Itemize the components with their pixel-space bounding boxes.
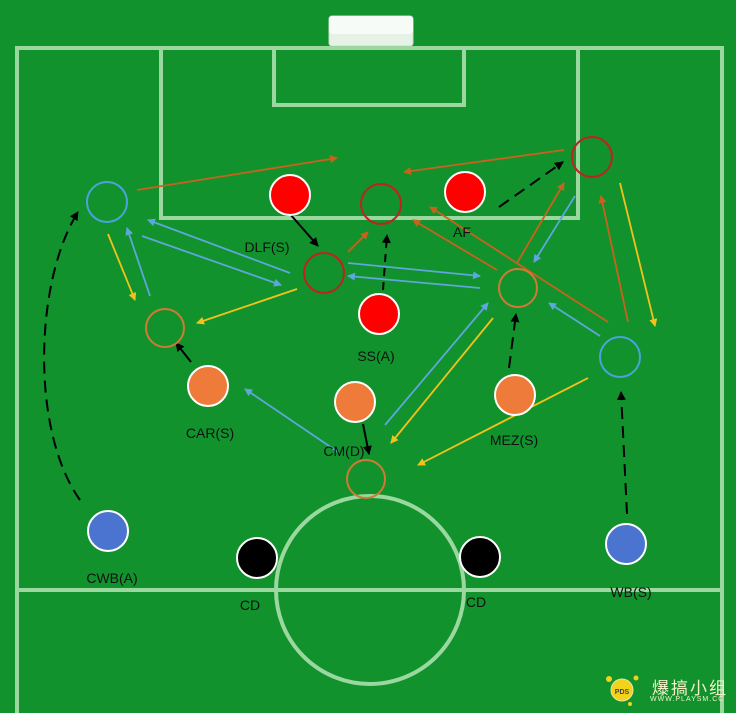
arrow-yellow [196, 288, 298, 325]
arrow-orange [347, 231, 369, 253]
arrow-orange [403, 149, 565, 176]
arrow-black [289, 213, 319, 247]
player-label: CD [239, 597, 261, 613]
player-label: CWB(A) [86, 570, 138, 586]
player-label: MEZ(S) [489, 432, 539, 448]
target-ring-red [303, 252, 345, 294]
watermark-url: WWW.PLAYSM.CC [650, 696, 725, 703]
player-ss [358, 293, 400, 335]
arrow-yellow [390, 317, 494, 444]
watermark-logo-icon: PDS [606, 675, 639, 706]
players [87, 171, 647, 579]
target-ring-orange [498, 268, 538, 308]
target-ring-orange [346, 459, 386, 499]
arrow-black-dashed [43, 211, 81, 501]
player-car [187, 365, 229, 407]
watermark-logo-text: PDS [615, 689, 630, 696]
arrow-blue [244, 388, 339, 453]
arrow-blue [125, 227, 151, 297]
player-label: WB(S) [610, 584, 652, 600]
arrow-blue [548, 302, 601, 337]
player-dlf [269, 174, 311, 216]
player-cwb [87, 510, 129, 552]
pitch-markings [15, 46, 724, 713]
player-cd-left [236, 537, 278, 579]
arrow-black-dashed [381, 234, 391, 291]
player-label: DLF(S) [244, 239, 290, 255]
arrow-blue [533, 195, 576, 263]
player-label: CM(D) [323, 443, 365, 459]
target-ring-red [571, 136, 613, 178]
player-label: CAR(S) [185, 425, 235, 441]
watermark-text: 爆搞小组 [652, 679, 728, 699]
arrow-orange [136, 155, 338, 191]
arrow-orange [412, 219, 498, 271]
goal-area [272, 46, 466, 107]
target-ring-blue [599, 336, 641, 378]
arrow-orange [429, 206, 609, 323]
target-ring-orange [145, 308, 185, 348]
goal-shade [329, 16, 413, 34]
player-wb [605, 523, 647, 565]
arrow-black [362, 423, 372, 455]
arrow-yellow [417, 377, 589, 466]
arrow-yellow [619, 182, 658, 327]
player-label: AF [453, 224, 471, 240]
arrow-black [175, 342, 192, 363]
arrow-blue [147, 218, 291, 274]
player-cm [334, 381, 376, 423]
player-label: CD [465, 594, 487, 610]
player-mez [494, 374, 536, 416]
player-cd-right [459, 536, 501, 578]
player-label: SS(A) [357, 348, 395, 364]
target-ring-red [360, 183, 402, 225]
player-af [444, 171, 486, 213]
arrows [43, 149, 658, 515]
target-positions [86, 136, 641, 499]
arrow-black-dashed [498, 161, 564, 208]
arrow-black-dashed [508, 313, 520, 369]
center-circle [274, 494, 466, 686]
arrow-blue [347, 262, 481, 280]
arrow-blue [141, 235, 282, 287]
arrow-orange [598, 195, 629, 323]
arrow-orange [516, 182, 565, 264]
arrow-black-dashed [616, 391, 628, 515]
target-ring-blue [86, 181, 128, 223]
arrow-yellow [107, 233, 137, 301]
arrow-blue [384, 302, 489, 426]
arrow-blue [347, 272, 481, 289]
